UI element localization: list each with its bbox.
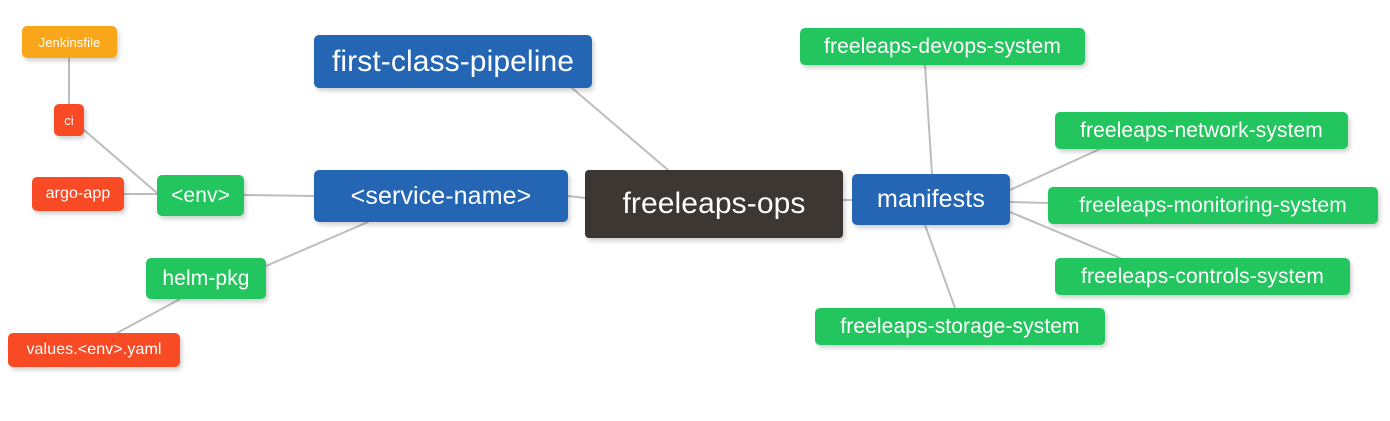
edge-service-name-to-helm-pkg	[265, 221, 369, 267]
edge-manifests-to-devops	[924, 64, 933, 175]
node-helm-pkg[interactable]: helm-pkg	[146, 258, 266, 299]
node-argo-app[interactable]: argo-app	[32, 177, 124, 211]
edge-helm-pkg-to-values-yaml	[116, 298, 181, 334]
node-ci[interactable]: ci	[54, 104, 84, 136]
node-pipeline[interactable]: first-class-pipeline	[314, 35, 592, 88]
node-service-name[interactable]: <service-name>	[314, 170, 568, 222]
node-env[interactable]: <env>	[157, 175, 244, 216]
node-storage[interactable]: freeleaps-storage-system	[815, 308, 1105, 345]
node-monitoring[interactable]: freeleaps-monitoring-system	[1048, 187, 1378, 224]
node-devops[interactable]: freeleaps-devops-system	[800, 28, 1085, 65]
node-network[interactable]: freeleaps-network-system	[1055, 112, 1348, 149]
edge-manifests-to-storage	[924, 224, 956, 309]
edge-service-name-to-root	[567, 195, 586, 199]
node-controls[interactable]: freeleaps-controls-system	[1055, 258, 1350, 295]
edge-env-to-service-name	[243, 194, 315, 197]
node-manifests[interactable]: manifests	[852, 174, 1010, 225]
root-node-root[interactable]: freeleaps-ops	[585, 170, 843, 238]
node-jenkinsfile[interactable]: Jenkinsfile	[22, 26, 117, 58]
edge-manifests-to-network	[1009, 148, 1101, 191]
node-values-yaml[interactable]: values.<env>.yaml	[8, 333, 180, 367]
edge-pipeline-to-root	[571, 87, 669, 171]
edge-manifests-to-monitoring	[1009, 201, 1049, 204]
